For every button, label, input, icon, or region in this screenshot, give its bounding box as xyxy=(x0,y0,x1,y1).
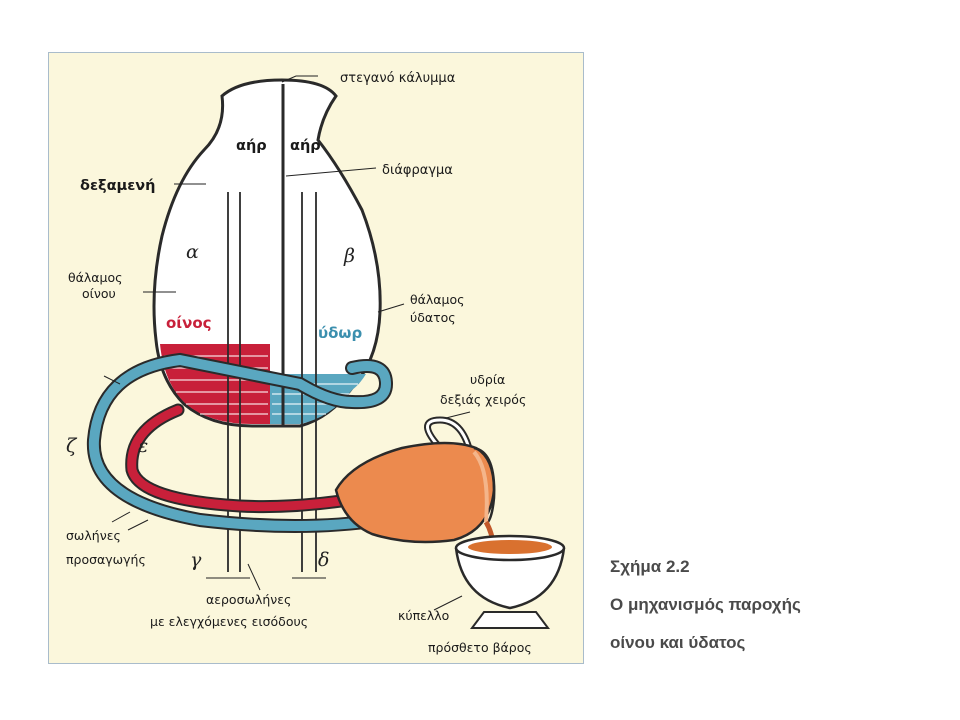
leader-lines xyxy=(103,75,471,611)
basin xyxy=(454,534,566,629)
label-air-tubes-2: με ελεγχόμενες εισόδους xyxy=(150,614,308,629)
label-epsilon: ε xyxy=(138,435,148,457)
label-lid: στεγανό κάλυμμα xyxy=(340,71,455,86)
label-air-right: αήρ xyxy=(290,138,321,154)
caption-title-line-1: Ο μηχανισμός παροχής xyxy=(610,595,801,614)
label-gamma: γ xyxy=(190,549,202,571)
label-jug-2: δεξιάς χειρός xyxy=(440,392,526,407)
label-zeta: ζ xyxy=(66,435,78,457)
label-air-left: αήρ xyxy=(236,138,267,154)
label-diaphragm: διάφραγμα xyxy=(382,163,453,178)
wine-supply-pipe xyxy=(125,403,427,514)
caption-title-line-2: οίνου και ύδατος xyxy=(610,633,746,652)
label-pipes-1: σωλήνες xyxy=(66,528,121,543)
label-chamber-alpha: α xyxy=(186,241,199,263)
label-reservoir: δεξαμενή xyxy=(80,178,156,194)
label-jug-1: υδρία xyxy=(470,372,505,387)
label-wine-chamber-2: οίνου xyxy=(82,286,116,301)
label-pipes-2: προσαγωγής xyxy=(66,552,146,567)
label-wine: οίνος xyxy=(166,314,212,332)
label-chamber-beta: β xyxy=(343,245,355,267)
label-weight: πρόσθετο βάρος xyxy=(428,640,532,655)
water-supply-pipe xyxy=(86,352,394,533)
label-water-chamber-1: θάλαμος xyxy=(410,292,464,307)
caption-figure-number: Σχήμα 2.2 xyxy=(610,557,690,576)
jug xyxy=(334,416,496,544)
label-wine-chamber-1: θάλαμος xyxy=(68,270,122,285)
figure-caption: Σχήμα 2.2 Ο μηχανισμός παροχής οίνου και… xyxy=(610,548,940,662)
label-delta: δ xyxy=(318,549,329,571)
label-basin: κύπελλο xyxy=(398,608,449,623)
label-water: ύδωρ xyxy=(318,324,362,342)
label-water-chamber-2: ύδατος xyxy=(410,310,456,325)
label-air-tubes-1: αεροσωλήνες xyxy=(206,592,291,607)
